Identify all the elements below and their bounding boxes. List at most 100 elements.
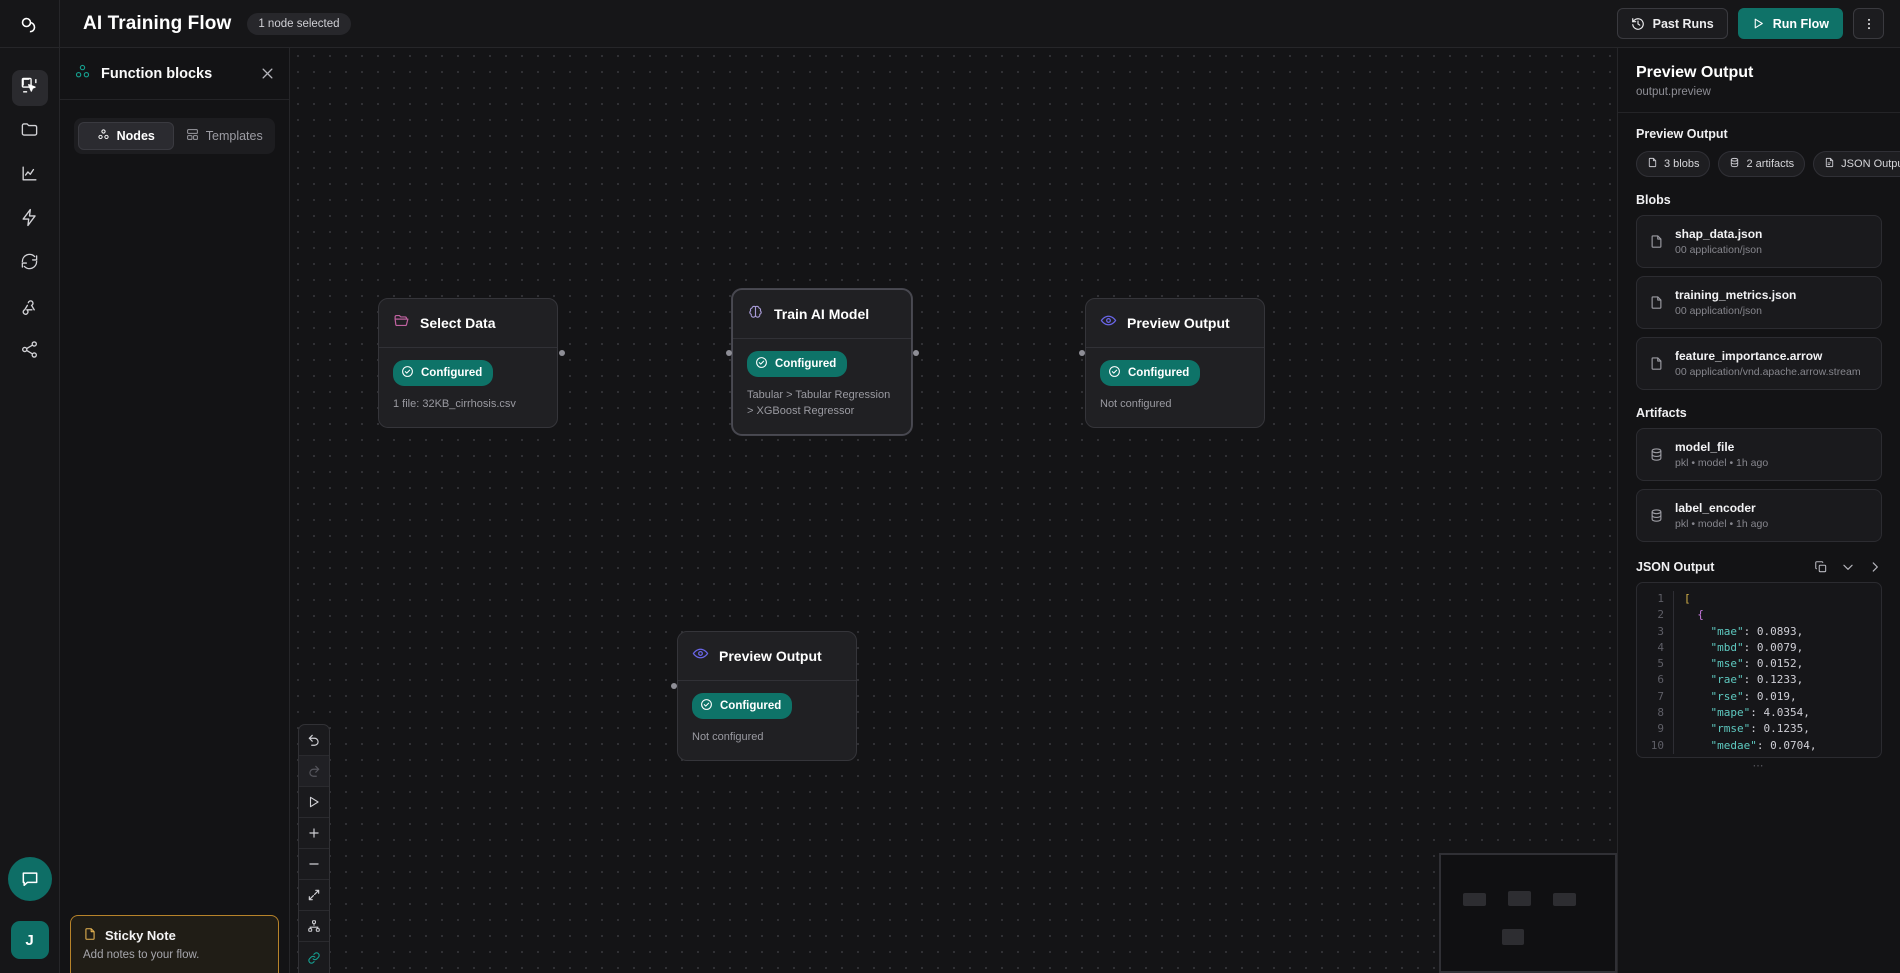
- rail-item-select[interactable]: [11, 70, 48, 106]
- port-input-preview-output-top[interactable]: [1079, 350, 1085, 356]
- rail-item-analytics[interactable]: [12, 158, 48, 194]
- node-preview-output-bottom[interactable]: Preview Output Configured Not configured: [677, 631, 857, 761]
- sticky-note-card[interactable]: Sticky Note Add notes to your flow.: [70, 915, 279, 973]
- rail-item-actions[interactable]: [12, 202, 48, 238]
- line-number: 3: [1657, 624, 1664, 638]
- status-badge-label: Configured: [775, 358, 837, 370]
- node-train-ai-model[interactable]: Train AI Model Configured Tabular > Tabu…: [732, 289, 912, 435]
- database-icon: [1729, 157, 1740, 171]
- rail-item-webhook[interactable]: [12, 290, 48, 326]
- play-button[interactable]: [299, 787, 329, 818]
- code-text: "mape": 4.0354,: [1710, 706, 1810, 720]
- inspector-header: Preview Output output.preview: [1618, 48, 1900, 113]
- kebab-menu-icon[interactable]: [1853, 8, 1884, 39]
- check-circle-icon: [700, 698, 713, 714]
- tab-nodes-label: Nodes: [116, 129, 155, 143]
- blob-name: training_metrics.json: [1675, 288, 1797, 302]
- gutter-divider: [1673, 721, 1674, 738]
- lightning-icon: [20, 208, 39, 232]
- blob-meta: 00 application/vnd.apache.arrow.stream: [1675, 366, 1861, 378]
- line-number: 7: [1657, 689, 1664, 703]
- app-body: J Function blocks: [0, 48, 1900, 973]
- node-subtitle: 1 file: 32KB_cirrhosis.csv: [393, 398, 516, 410]
- artifact-item[interactable]: label_encoder pkl • model • 1h ago: [1636, 489, 1882, 542]
- code-line: 2 {: [1637, 607, 1881, 624]
- chip-blobs[interactable]: 3 blobs: [1636, 151, 1711, 177]
- artifact-item[interactable]: model_file pkl • model • 1h ago: [1636, 428, 1882, 481]
- avatar[interactable]: J: [10, 921, 49, 959]
- port-input-preview-output-bottom[interactable]: [671, 683, 677, 689]
- zoom-in-button[interactable]: [299, 818, 329, 849]
- left-icon-rail: J: [0, 48, 60, 973]
- code-line: 1[: [1637, 591, 1881, 608]
- line-number: 4: [1657, 640, 1664, 654]
- blob-item[interactable]: shap_data.json 00 application/json: [1636, 215, 1882, 268]
- port-output-train-ai-model[interactable]: [913, 350, 919, 356]
- inspector-subtitle: output.preview: [1636, 86, 1711, 98]
- artifact-meta: pkl • model • 1h ago: [1675, 518, 1769, 530]
- past-runs-button[interactable]: Past Runs: [1616, 8, 1728, 39]
- artifact-name: model_file: [1675, 440, 1735, 454]
- zoom-out-button[interactable]: [299, 849, 329, 880]
- tab-nodes[interactable]: Nodes: [78, 122, 174, 150]
- code-line: 9 "rmse": 0.1235,: [1637, 721, 1881, 738]
- blob-item[interactable]: training_metrics.json 00 application/jso…: [1636, 276, 1882, 329]
- copy-icon[interactable]: [1814, 560, 1828, 574]
- gutter-divider: [1673, 639, 1674, 657]
- resize-grip-icon[interactable]: ⋯: [1752, 759, 1766, 772]
- chip-artifacts[interactable]: 2 artifacts: [1718, 151, 1806, 177]
- code-text: "rae": 0.1233,: [1710, 673, 1804, 687]
- fit-view-button[interactable]: [299, 880, 329, 911]
- chip-json-output-label: JSON Output: [1841, 158, 1900, 170]
- flow-canvas[interactable]: Select Data Configured 1 file: 32KB_cirr…: [290, 48, 1617, 973]
- artifact-meta: pkl • model • 1h ago: [1675, 457, 1769, 469]
- panel-tab-switcher: Nodes Templates: [74, 118, 275, 154]
- chevron-right-icon[interactable]: [1868, 560, 1882, 574]
- redo-button[interactable]: [299, 756, 329, 787]
- status-badge: Configured: [692, 693, 793, 719]
- chevron-down-icon[interactable]: [1841, 560, 1855, 574]
- code-line: 5 "mse": 0.0152,: [1637, 656, 1881, 673]
- app-logo-icon[interactable]: [0, 0, 60, 48]
- cursor-select-icon: [20, 76, 39, 100]
- tab-templates[interactable]: Templates: [178, 122, 272, 150]
- line-number: 9: [1657, 722, 1664, 736]
- close-icon[interactable]: [260, 66, 275, 81]
- brain-icon: [747, 303, 764, 325]
- nodes-icon: [74, 63, 91, 85]
- line-number: 6: [1657, 673, 1664, 687]
- rail-item-share[interactable]: [12, 334, 48, 370]
- blob-item[interactable]: feature_importance.arrow 00 application/…: [1636, 337, 1882, 390]
- status-badge-label: Configured: [421, 367, 483, 379]
- auto-layout-button[interactable]: [299, 911, 329, 942]
- refresh-icon: [20, 252, 39, 276]
- gutter-divider: [1673, 607, 1674, 624]
- code-line: 6 "rae": 0.1233,: [1637, 672, 1881, 689]
- share-icon: [20, 340, 39, 364]
- chip-blobs-label: 3 blobs: [1664, 158, 1700, 170]
- rail-item-sync[interactable]: [12, 246, 48, 282]
- json-output-code-block[interactable]: 1[2 {3 "mae": 0.0893,4 "mbd": 0.0079,5 "…: [1636, 582, 1882, 758]
- chat-bubble-icon[interactable]: [7, 857, 52, 901]
- top-bar: AI Training Flow 1 node selected Past Ru…: [0, 0, 1900, 48]
- link-button[interactable]: [299, 942, 329, 973]
- run-flow-button[interactable]: Run Flow: [1737, 8, 1843, 39]
- rail-item-files[interactable]: [12, 114, 48, 150]
- node-preview-output-top[interactable]: Preview Output Configured Not configured: [1085, 298, 1265, 428]
- port-input-train-ai-model[interactable]: [726, 350, 732, 356]
- node-subtitle: Not configured: [692, 731, 764, 743]
- canvas-minimap[interactable]: [1439, 853, 1617, 973]
- port-output-select-data[interactable]: [559, 350, 565, 356]
- gutter-divider: [1673, 623, 1674, 640]
- page-title: AI Training Flow: [83, 12, 232, 34]
- undo-button[interactable]: [299, 725, 329, 756]
- folder-open-icon: [393, 312, 410, 334]
- blob-text: shap_data.json 00 application/json: [1675, 227, 1762, 256]
- node-title: Preview Output: [1127, 315, 1230, 331]
- eye-icon: [1100, 312, 1117, 334]
- chip-json-output[interactable]: JSON Output: [1813, 151, 1900, 177]
- node-select-data[interactable]: Select Data Configured 1 file: 32KB_cirr…: [378, 298, 558, 428]
- line-number: 5: [1657, 657, 1664, 671]
- code-text: "rse": 0.019,: [1710, 689, 1797, 703]
- templates-icon: [186, 128, 199, 144]
